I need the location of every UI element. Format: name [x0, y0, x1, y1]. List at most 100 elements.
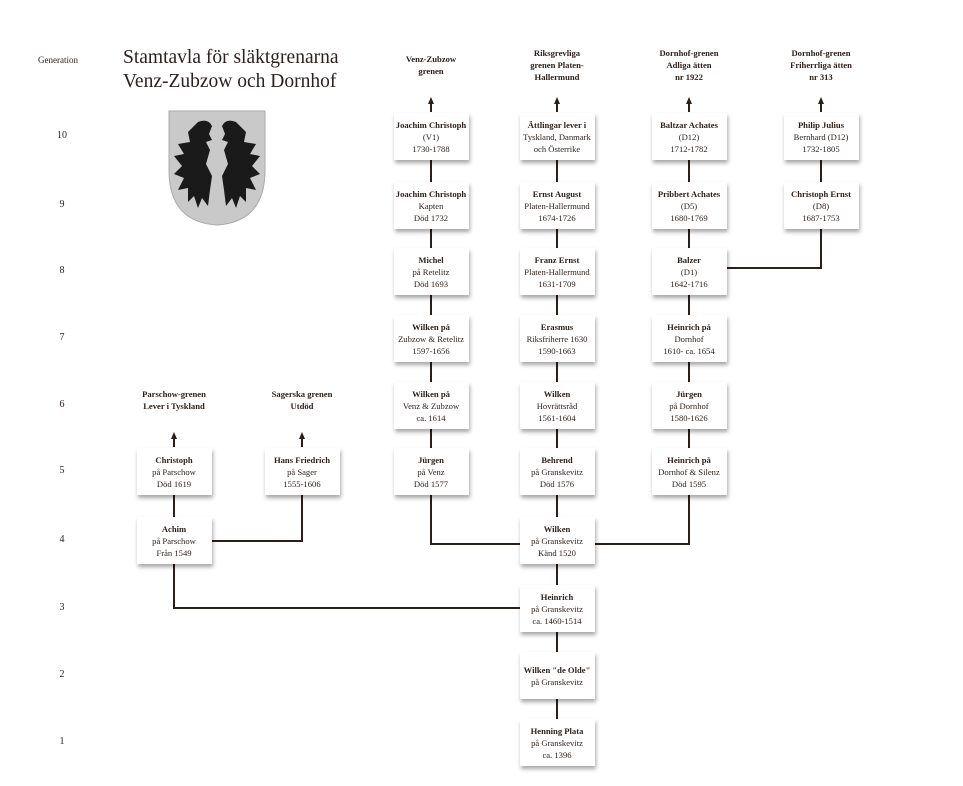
- person-detail: Kapten: [418, 200, 444, 211]
- person-detail: Tyskland, Danmark: [523, 131, 591, 142]
- person-detail: ca. 1614: [416, 412, 446, 423]
- branch-header-line: Hallermund: [534, 72, 580, 82]
- person-name: Ättlingar lever i: [527, 119, 587, 130]
- branch-header-line: Lever i Tyskland: [143, 401, 205, 411]
- person-name: Jürgen: [418, 454, 444, 465]
- person-name: Henning Plata: [530, 725, 584, 736]
- generation-column-title: Generation: [38, 55, 78, 65]
- person-detail: och Österrike: [533, 143, 581, 154]
- person-detail: (D12): [678, 131, 700, 142]
- connector-achim-sager: [174, 495, 303, 542]
- person-name: Wilken på: [412, 388, 450, 399]
- branch-header-line: Parschow-grenen: [142, 389, 206, 399]
- connector-gen3: [173, 564, 557, 609]
- person-detail: Zubzow & Retelitz: [398, 333, 464, 344]
- person-name: Christoph Ernst: [791, 188, 851, 199]
- person-box[interactable]: Joachim Christoph(V1)1730-1788: [393, 113, 469, 160]
- person-detail: 1631-1709: [538, 278, 576, 289]
- generation-number: 5: [59, 465, 65, 476]
- person-name: Joachim Christoph: [395, 119, 467, 130]
- person-name: Heinrich: [540, 591, 574, 602]
- person-box[interactable]: Balzer(D1)1642-1716: [651, 248, 727, 295]
- person-detail: (D1): [680, 266, 698, 277]
- person-detail: Dornhof: [674, 333, 704, 344]
- person-box[interactable]: Pribbert Achates(D5)1680-1769: [651, 182, 727, 229]
- person-name: Achim: [161, 523, 187, 534]
- connector-balzer-friherr: [689, 229, 822, 269]
- person-detail: 1597-1656: [412, 345, 450, 356]
- person-detail: 1730-1788: [412, 143, 450, 154]
- person-detail: 1610- ca. 1654: [663, 345, 715, 356]
- person-name: Wilken på: [412, 321, 450, 332]
- person-detail: (D8): [812, 200, 830, 211]
- person-box[interactable]: Christoph Ernst(D8)1687-1753: [783, 182, 859, 229]
- person-name: Behrend: [541, 454, 573, 465]
- person-detail: på Sager: [287, 466, 317, 477]
- person-detail: på Granskevitz: [531, 676, 583, 687]
- person-name: Hans Friedrich: [273, 454, 331, 465]
- generation-number: 2: [59, 669, 65, 680]
- generation-number: 4: [59, 534, 65, 545]
- person-detail: Hovrättsråd: [536, 400, 578, 411]
- generation-number: 3: [59, 602, 65, 613]
- person-detail: Död 1595: [671, 478, 707, 489]
- generation-number: 10: [57, 130, 67, 141]
- title-line-1: Stamtavla för släktgrenarna: [123, 47, 339, 68]
- person-detail: 1674-1726: [538, 212, 576, 223]
- person-detail: Platen-Hallermund: [524, 200, 590, 211]
- person-name: Michel: [418, 254, 444, 265]
- person-name: Erasmus: [540, 321, 574, 332]
- person-detail: 1712-1782: [670, 143, 708, 154]
- person-detail: Död 1619: [156, 478, 192, 489]
- person-detail: Platen-Hallermund: [524, 266, 590, 277]
- branch-header-line: Sagerska grenen: [271, 389, 333, 399]
- person-detail: på Granskevitz: [531, 737, 583, 748]
- person-detail: på Parschow: [152, 466, 196, 477]
- person-detail: ca. 1460-1514: [532, 615, 582, 626]
- person-detail: (V1): [422, 131, 440, 142]
- person-box[interactable]: Baltzar Achates(D12)1712-1782: [651, 113, 727, 160]
- person-name: Wilken: [543, 523, 571, 534]
- branch-header-line: Dornhof-grenen: [659, 48, 719, 58]
- page-title: Stamtavla för släktgrenarna Venz-Zubzow …: [123, 46, 339, 94]
- branch-header-line: Friherrliga ätten: [790, 60, 852, 70]
- arrow-up-icon: [818, 97, 824, 104]
- person-detail: 1680-1769: [670, 212, 708, 223]
- person-detail: Död 1693: [413, 278, 449, 289]
- coat-of-arms-icon: [168, 110, 266, 226]
- person-detail: 1580-1626: [670, 412, 708, 423]
- person-detail: på Granskevitz: [531, 466, 583, 477]
- person-name: Wilken "de Olde": [523, 664, 591, 675]
- person-detail: 1732-1805: [802, 143, 840, 154]
- person-box[interactable]: Wilken "de Olde"på Granskevitz: [519, 652, 595, 699]
- person-detail: på Retelitz: [412, 266, 450, 277]
- person-name: Ernst August: [532, 188, 582, 199]
- person-detail: 1561-1604: [538, 412, 576, 423]
- branch-header-line: nr 1922: [675, 72, 703, 82]
- person-detail: Riksfriherre 1630: [526, 333, 588, 344]
